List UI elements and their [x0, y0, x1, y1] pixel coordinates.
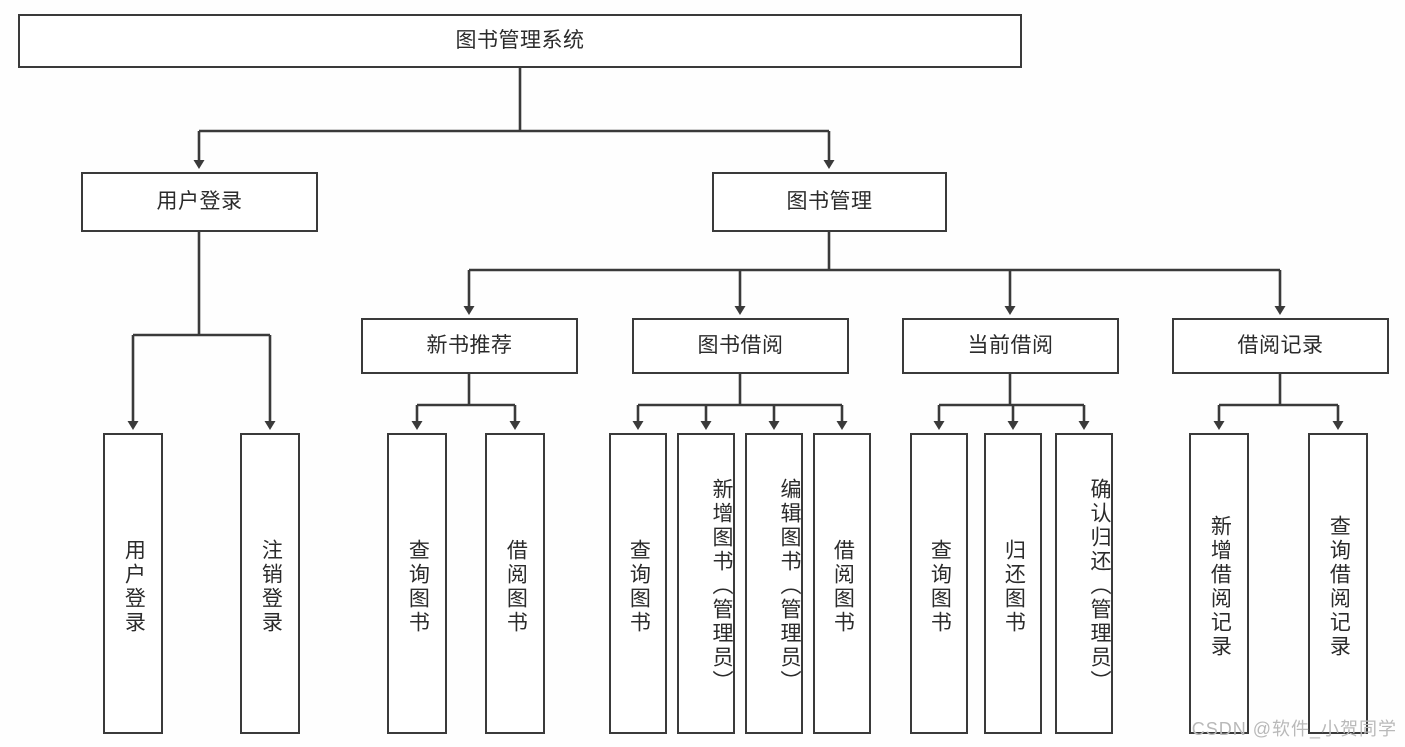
node-borrow-record[interactable]: 借阅记录	[1172, 318, 1389, 374]
leaf-edit-book[interactable]: 编辑图书（管理员）	[745, 433, 803, 734]
node-book-manage-label: 图书管理	[786, 189, 873, 213]
node-new-book-rec[interactable]: 新书推荐	[361, 318, 578, 374]
leaf-query-book-cur[interactable]: 查询图书	[910, 433, 968, 734]
leaf-edit-book-label: 编辑图书（管理员）	[778, 477, 801, 694]
node-user-login[interactable]: 用户登录	[81, 172, 318, 232]
watermark: CSDN @软件_小贺同学	[1191, 719, 1397, 739]
node-book-borrow-label: 图书借阅	[697, 333, 784, 357]
leaf-add-book-label: 新增图书（管理员）	[710, 477, 733, 694]
node-current-borrow[interactable]: 当前借阅	[902, 318, 1119, 374]
leaf-query-book-rec[interactable]: 查询图书	[387, 433, 447, 734]
leaf-confirm-return-label: 确认归还（管理员）	[1088, 477, 1111, 694]
node-new-book-rec-label: 新书推荐	[426, 333, 513, 357]
leaf-query-book-borrow-label: 查询图书	[627, 538, 651, 635]
leaf-add-record[interactable]: 新增借阅记录	[1189, 433, 1249, 734]
leaf-borrow-book-rec[interactable]: 借阅图书	[485, 433, 545, 734]
leaf-confirm-return[interactable]: 确认归还（管理员）	[1055, 433, 1113, 734]
node-current-borrow-label: 当前借阅	[967, 333, 1054, 357]
leaf-add-book[interactable]: 新增图书（管理员）	[677, 433, 735, 734]
leaf-user-login[interactable]: 用户登录	[103, 433, 163, 734]
node-user-login-label: 用户登录	[156, 189, 243, 213]
leaf-query-book-borrow[interactable]: 查询图书	[609, 433, 667, 734]
leaf-query-record-label: 查询借阅记录	[1327, 514, 1351, 659]
leaf-borrow-book-label: 借阅图书	[831, 538, 855, 635]
leaf-return-book[interactable]: 归还图书	[984, 433, 1042, 734]
leaf-logout[interactable]: 注销登录	[240, 433, 300, 734]
leaf-user-login-label: 用户登录	[122, 538, 146, 635]
leaf-borrow-book-rec-label: 借阅图书	[504, 538, 528, 635]
leaf-logout-label: 注销登录	[259, 538, 283, 635]
leaf-return-book-label: 归还图书	[1002, 538, 1026, 635]
node-book-borrow[interactable]: 图书借阅	[632, 318, 849, 374]
leaf-query-book-cur-label: 查询图书	[928, 538, 952, 635]
leaf-add-record-label: 新增借阅记录	[1208, 514, 1232, 659]
leaf-query-record[interactable]: 查询借阅记录	[1308, 433, 1368, 734]
node-root[interactable]: 图书管理系统	[18, 14, 1022, 68]
leaf-query-book-rec-label: 查询图书	[406, 538, 430, 635]
node-root-label: 图书管理系统	[455, 28, 585, 52]
node-book-manage[interactable]: 图书管理	[712, 172, 947, 232]
node-borrow-record-label: 借阅记录	[1237, 333, 1324, 357]
leaf-borrow-book[interactable]: 借阅图书	[813, 433, 871, 734]
